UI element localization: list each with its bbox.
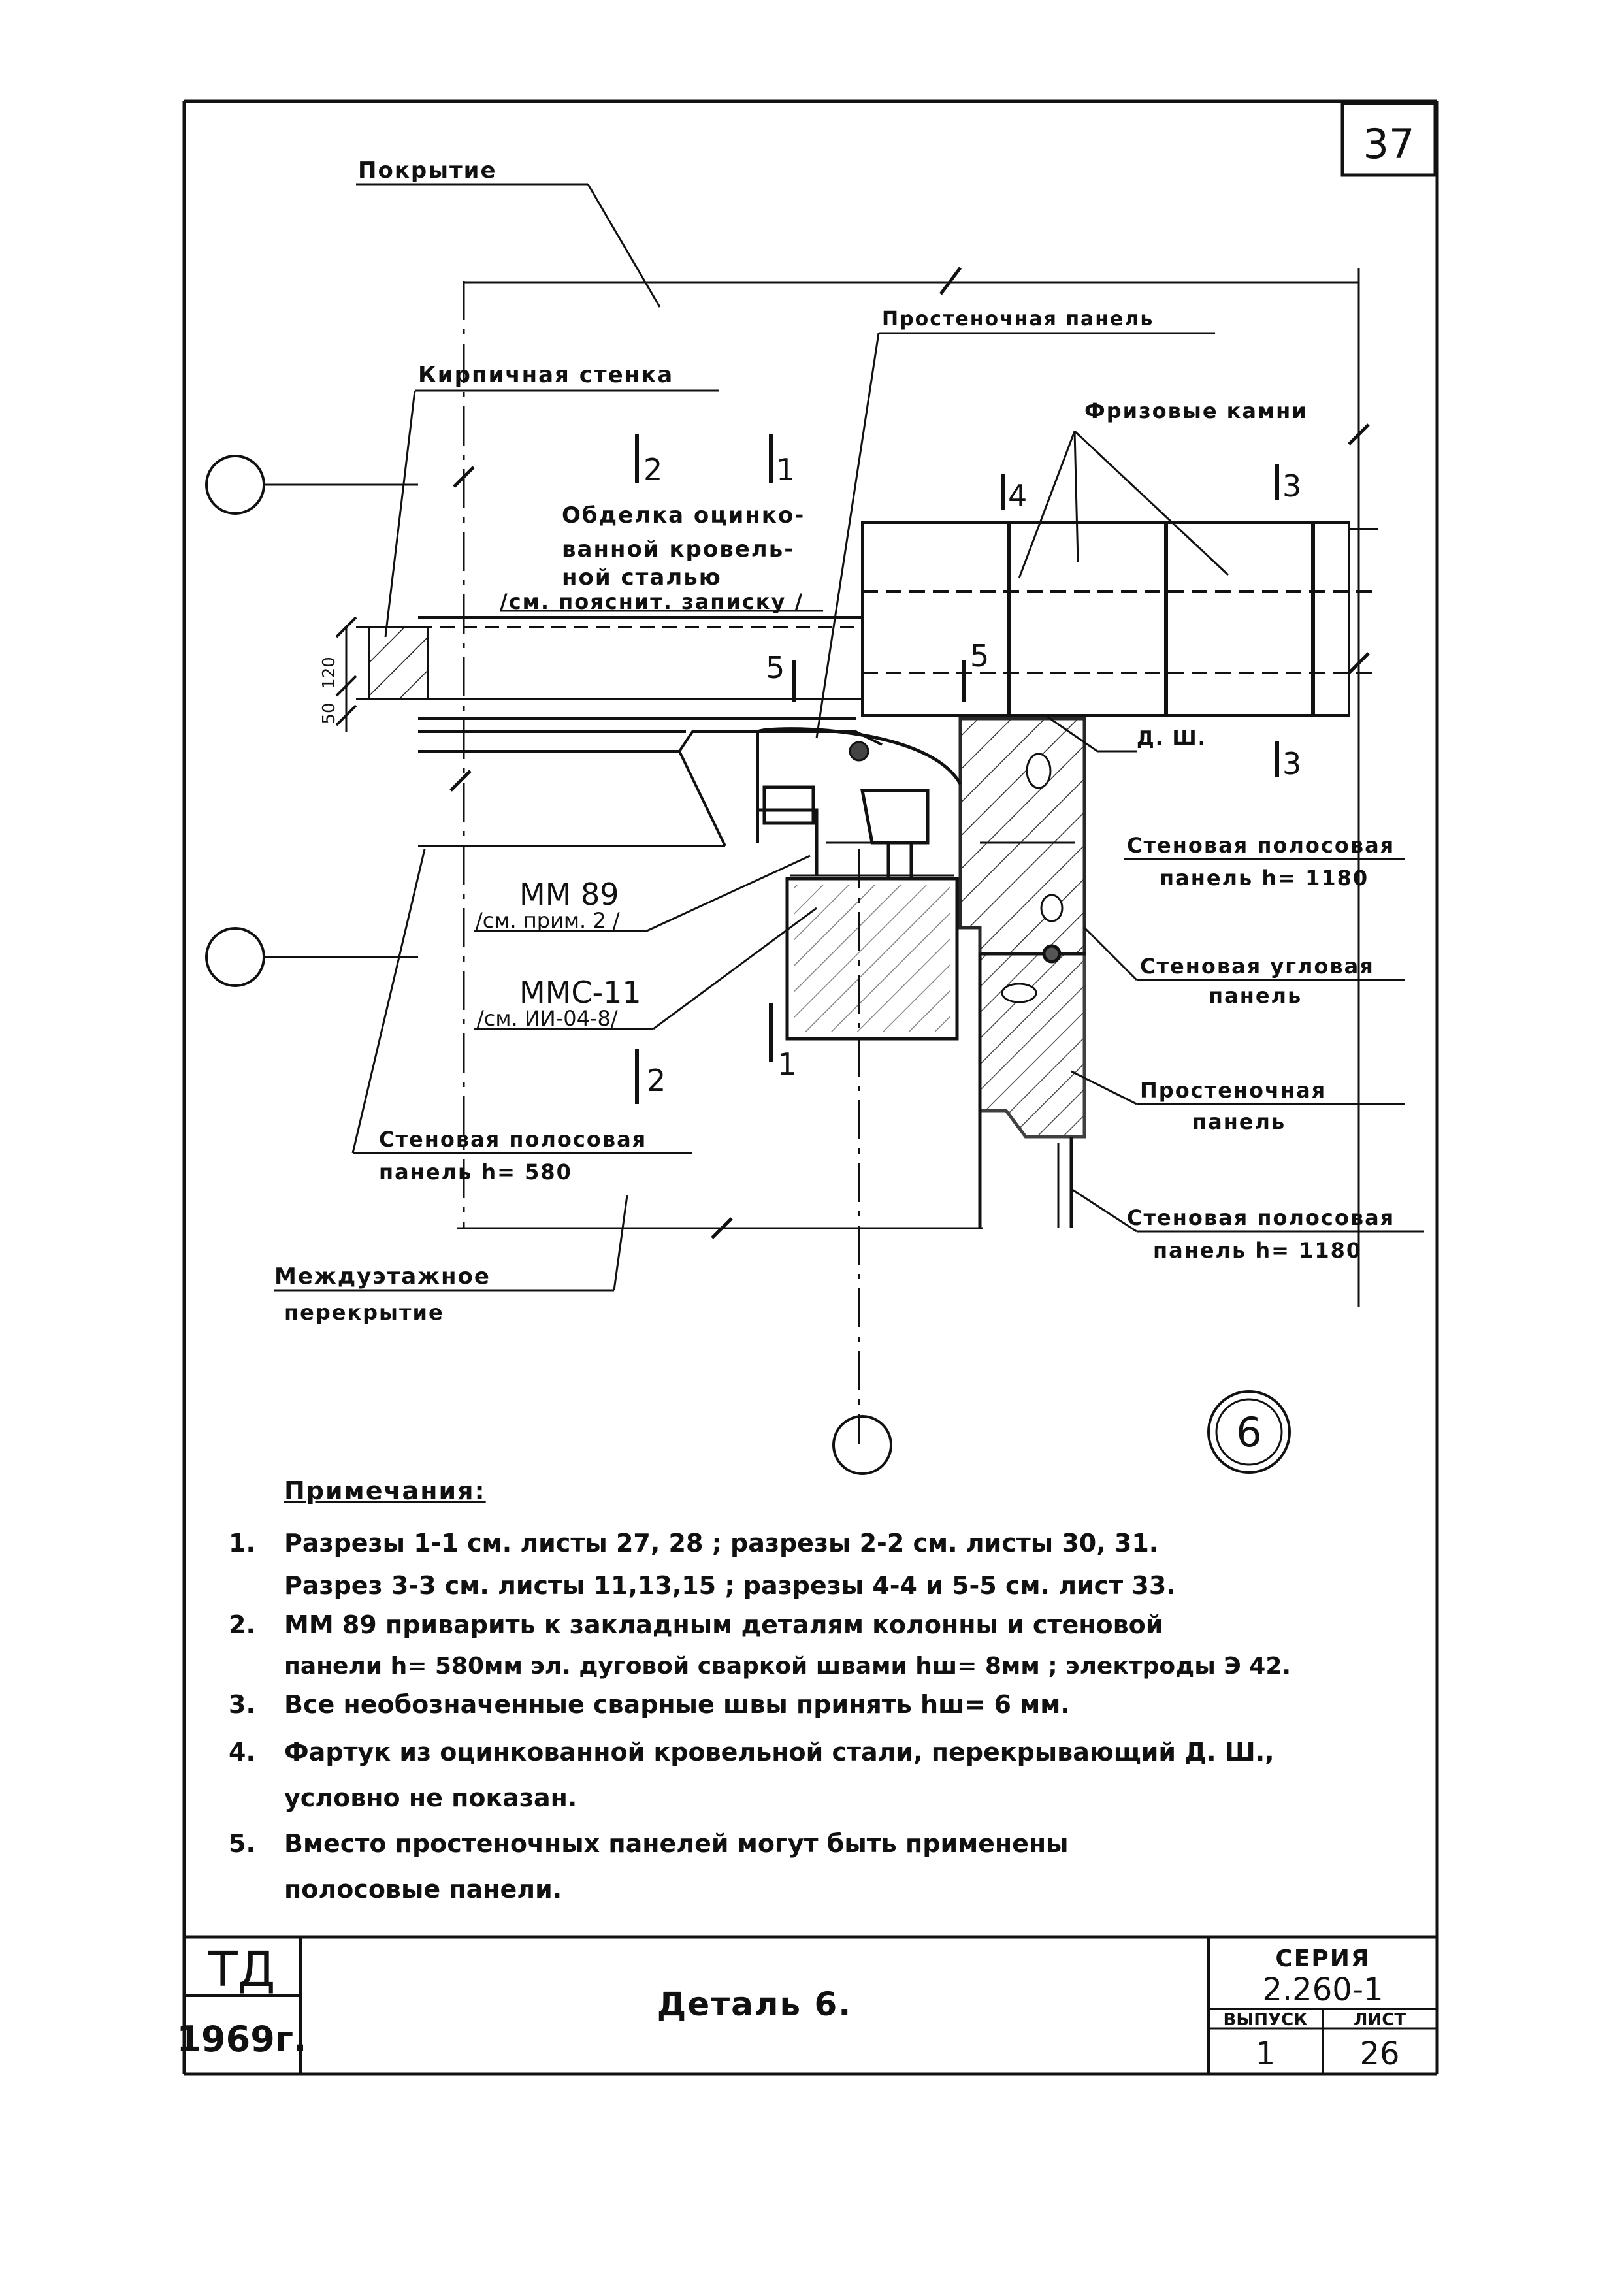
title-block-seriya-label: СЕРИЯ: [1275, 1945, 1370, 1972]
title-block-list-value: 26: [1359, 2036, 1399, 2072]
frieze-stones: [861, 521, 1378, 717]
title-block-td: ТД: [207, 1942, 275, 1998]
lower-panels: [978, 944, 1086, 1228]
note-2-line-2: панели h= 580мм эл. дуговой сваркой швам…: [284, 1653, 1291, 1680]
punch-hole: [832, 1415, 892, 1475]
section-mark-5-left: 5: [766, 650, 785, 685]
section-mark-1-bottom: 1: [777, 1047, 796, 1082]
title-block-vypusk-label: ВЫПУСК: [1224, 2010, 1308, 2030]
brick-wall: [356, 626, 862, 700]
label-mms11-2: /см. ИИ-04-8/: [477, 1006, 618, 1031]
note-4-line-2: условно не показан.: [284, 1783, 577, 1812]
note-3-line-1: Все необозначенные сварные швы принять h…: [284, 1690, 1070, 1719]
leader-lines: [274, 183, 1424, 1292]
punch-hole: [205, 455, 265, 515]
label-kirpichnaya-stenka: Кирпичная стенка: [418, 362, 674, 388]
sheet-number: 37: [1363, 120, 1415, 168]
section-mark-1-top: 1: [776, 452, 795, 487]
label-stenovaya-polosovaya-1180-top-1: Стеновая полосовая: [1127, 833, 1395, 858]
label-prostenochnaya-panel-top: Простеночная панель: [882, 308, 1154, 331]
note-4-line-1: Фартук из оцинкованной кровельной стали,…: [284, 1738, 1275, 1766]
label-stenovaya-polosovaya-1180-top-2: панель h= 1180: [1160, 866, 1369, 890]
label-mms11-1: ММС-11: [519, 975, 641, 1010]
label-stenovaya-polosovaya-580-2: панель h= 580: [379, 1160, 572, 1184]
notes-title: Примечания:: [284, 1476, 486, 1505]
section-mark-3-top: 3: [1282, 468, 1301, 504]
label-stenovaya-uglovaya-2: панель: [1209, 983, 1302, 1008]
label-stenovaya-uglovaya-1: Стеновая угловая: [1140, 954, 1374, 979]
label-frizovye-kamni: Фризовые камни: [1084, 398, 1308, 423]
label-mm89-2: /см. прим. 2 /: [476, 908, 620, 933]
title-block: [184, 1935, 1437, 2074]
note-2-num: 2.: [229, 1610, 255, 1639]
title-block-title: Деталь 6.: [657, 1985, 853, 2023]
label-obdelka-3: ной сталью: [562, 564, 722, 591]
section-marks: [635, 434, 1279, 1104]
label-obdelka-4: /см. пояснит. записку /: [500, 589, 804, 614]
section-mark-5-right: 5: [970, 638, 989, 674]
note-1-num: 1.: [229, 1529, 255, 1557]
dimension-50: 50: [319, 702, 339, 724]
wall-band-panel-580: [785, 874, 959, 1041]
title-block-list-label: ЛИСТ: [1354, 2010, 1406, 2030]
label-dsh: Д. Ш.: [1137, 727, 1207, 750]
punch-hole: [205, 927, 265, 987]
note-5-line-1: Вместо простеночных панелей могут быть п…: [284, 1829, 1069, 1858]
label-prostenochnaya-panel-right-2: панель: [1192, 1109, 1286, 1134]
label-pokrytie: Покрытие: [358, 157, 497, 184]
roof-covering: [418, 616, 862, 733]
label-stenovaya-polosovaya-1180-bottom-2: панель h= 1180: [1153, 1238, 1362, 1263]
section-mark-2-bottom: 2: [647, 1063, 666, 1098]
note-1-line-2: Разрез 3-3 см. листы 11,13,15 ; разрезы …: [284, 1571, 1176, 1600]
punch-holes: [205, 455, 892, 1475]
title-block-year: 1969г.: [176, 2019, 306, 2060]
label-mm89-1: ММ 89: [519, 877, 619, 912]
label-stenovaya-polosovaya-580-1: Стеновая полосовая: [379, 1127, 647, 1152]
note-5-num: 5.: [229, 1829, 255, 1858]
sheet-frame: [182, 99, 1439, 2076]
section-mark-2-top: 2: [643, 452, 662, 487]
label-obdelka-2: ванной кровель-: [562, 536, 794, 562]
label-prostenochnaya-panel-right-1: Простеночная: [1140, 1078, 1326, 1103]
section-mark-4: 4: [1008, 478, 1027, 513]
sheet-number-box: 37: [1340, 101, 1437, 177]
floor-slab: [418, 730, 883, 847]
detail-marker-number: 6: [1236, 1408, 1261, 1456]
note-4-num: 4.: [229, 1738, 255, 1766]
mm89-bracket: [758, 785, 930, 879]
label-mezhduetazhnoe-1: Междуэтажное: [274, 1263, 491, 1290]
title-block-vypusk-value: 1: [1256, 2036, 1276, 2072]
note-1-line-1: Разрезы 1-1 см. листы 27, 28 ; разрезы 2…: [284, 1529, 1158, 1557]
note-3-num: 3.: [229, 1690, 255, 1719]
title-block-seriya-value: 2.260-1: [1262, 1972, 1383, 2008]
notes: Примечания: 1. Разрезы 1-1 см. листы 27,…: [229, 1476, 1291, 1904]
detail-marker: 6: [1207, 1390, 1291, 1474]
note-5-line-2: полосовые панели.: [284, 1875, 562, 1904]
label-mezhduetazhnoe-2: перекрытие: [284, 1300, 444, 1325]
section-mark-3-bottom: 3: [1282, 746, 1301, 781]
weld-node: [849, 741, 869, 762]
label-stenovaya-polosovaya-1180-bottom-1: Стеновая полосовая: [1127, 1205, 1395, 1230]
note-2-line-1: ММ 89 приварить к закладным деталям коло…: [284, 1610, 1163, 1639]
dimension-120: 120: [319, 657, 339, 689]
label-obdelka-1: Обделка оцинко-: [562, 502, 805, 529]
